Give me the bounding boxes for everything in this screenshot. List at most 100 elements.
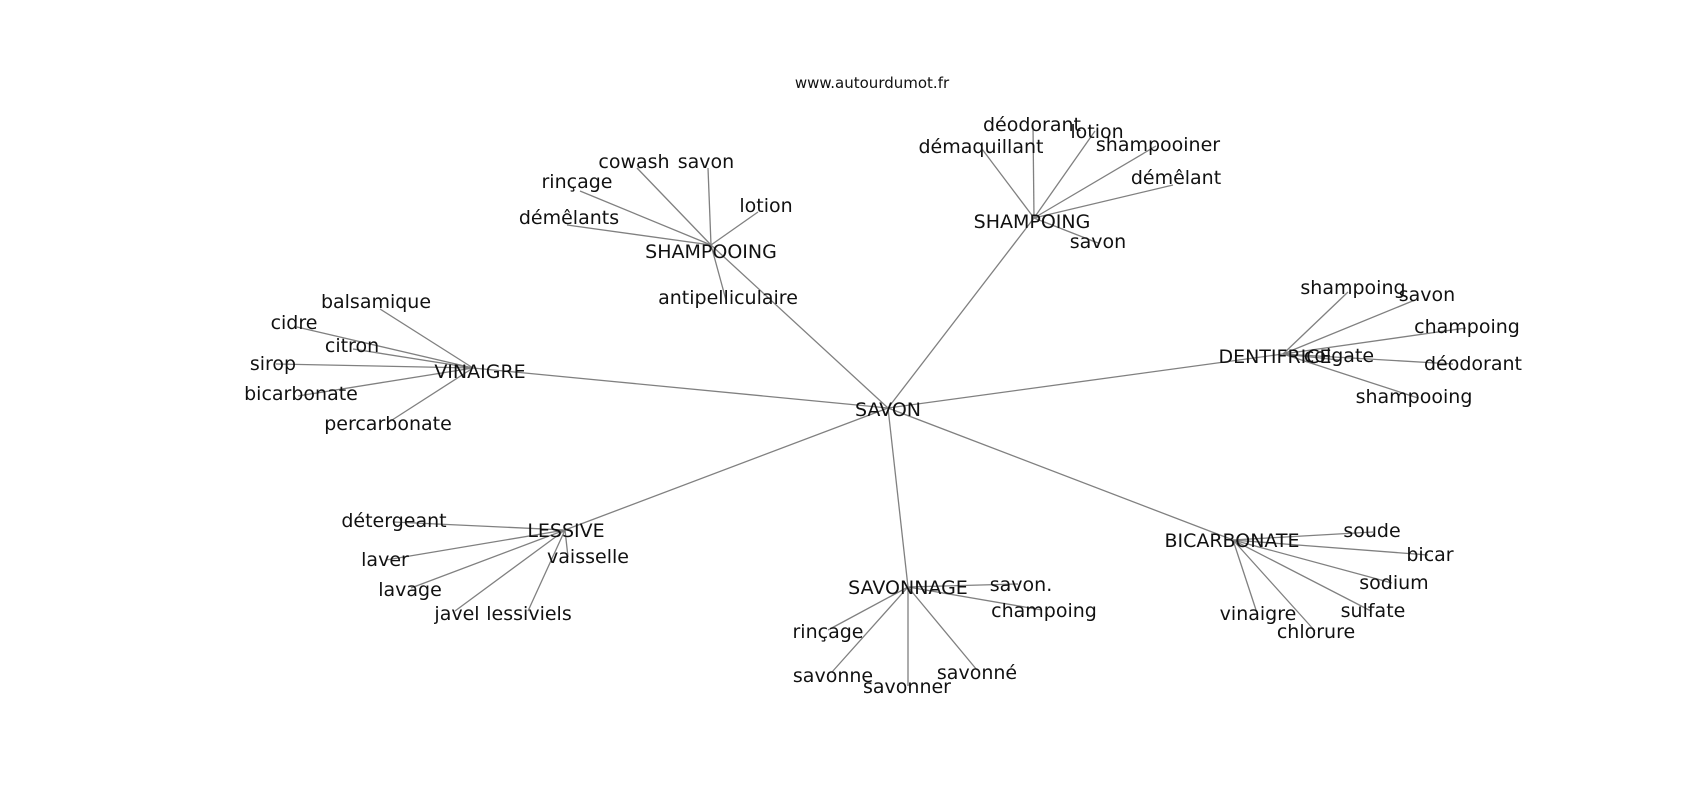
word-node-label: savonner [863, 676, 951, 698]
group-node-label-vinaigre: VINAIGRE [434, 361, 525, 383]
word-node-label: lotion [1070, 121, 1123, 143]
word-node-label: antipelliculaire [658, 287, 798, 309]
edge-shampooing-word [579, 190, 712, 246]
edge-bicarbonate-word [1232, 539, 1429, 556]
edge-shampoing-word [981, 148, 1035, 219]
group-node-label-shampoing: SHAMPOING [974, 211, 1091, 233]
edge-savonnage-word [831, 586, 909, 673]
edge-shampoing-word [1033, 130, 1096, 219]
edges [275, 124, 1467, 686]
labels: www.autourdumot.fr SAVON SHAMPOOING cowash… [244, 74, 1522, 698]
edge-savonnage-word [907, 586, 978, 671]
word-node-label: shampooing [1356, 386, 1473, 408]
edge-bicarbonate-word [1232, 539, 1258, 614]
word-node-label: détergeant [341, 510, 446, 532]
word-node-label: sirop [250, 353, 296, 375]
edge-vinaigre-word [297, 367, 474, 397]
edge-dentifrice-word [1282, 353, 1454, 365]
center-node-label: SAVON [855, 399, 921, 421]
edge-dentifrice-word [1282, 299, 1416, 355]
word-node-label: cidre [271, 312, 318, 334]
word-node-label: savon. [990, 574, 1053, 596]
edge-savonnage-word [827, 586, 909, 631]
edge-bicarbonate-word [1232, 539, 1372, 612]
word-node-label: shampooiner [1096, 134, 1220, 156]
edge-vinaigre-word [379, 308, 474, 369]
word-node-label: rinçage [793, 621, 864, 643]
edge-center-vinaigre [472, 367, 889, 409]
edge-center-savonnage [887, 407, 909, 588]
group-node-label-shampooing: SHAMPOOING [645, 241, 777, 263]
word-node-label: shampoing [1300, 277, 1405, 299]
word-node-label: déodorant [1424, 353, 1522, 375]
edge-bicarbonate-word [1232, 531, 1374, 541]
word-node-label: balsamique [321, 291, 431, 313]
edge-center-shampoing [887, 217, 1035, 409]
edge-shampoing-word [1033, 184, 1174, 219]
word-node-label: colgate [1304, 345, 1374, 367]
edge-shampoing-word [1033, 217, 1099, 244]
edge-lessive-word [564, 529, 569, 558]
edge-center-bicarbonate [887, 407, 1234, 541]
word-node-label: citron [325, 335, 379, 357]
edge-savonnage-word [907, 583, 1019, 588]
word-node-label: rinçage [542, 171, 613, 193]
word-node-label: cowash [598, 151, 669, 173]
edge-center-dentifrice [887, 353, 1284, 409]
word-node-label: laver [361, 549, 409, 571]
word-node-label: démêlants [519, 207, 619, 229]
word-node-label: savonné [937, 662, 1017, 684]
edge-center-lessive [564, 407, 889, 531]
word-node-label: savon [678, 151, 734, 173]
edge-savonnage-word [907, 586, 1043, 611]
word-node-label: vinaigre [1220, 603, 1297, 625]
edge-lessive-word [385, 529, 566, 561]
edge-shampoing-word [1032, 124, 1035, 219]
word-node-label: soude [1343, 520, 1400, 542]
word-node-label: vaisselle [547, 546, 629, 568]
word-node-label: sulfate [1341, 600, 1406, 622]
edge-bicarbonate-word [1232, 539, 1316, 632]
edge-shampooing-word [707, 167, 712, 246]
word-node-label: bicar [1406, 544, 1453, 566]
word-node-label: chlorure [1277, 621, 1355, 643]
word-node-label: javel [433, 603, 479, 625]
group-node-label-lessive: LESSIVE [527, 520, 604, 542]
source-url: www.autourdumot.fr [795, 74, 950, 92]
edge-shampooing-word [636, 167, 712, 246]
edge-vinaigre-word [275, 363, 474, 369]
edge-shampooing-word [710, 244, 727, 301]
word-node-label: démêlant [1131, 167, 1221, 189]
edge-dentifrice-word [1282, 327, 1467, 355]
edge-dentifrice-word [1282, 291, 1349, 355]
edge-lessive-word [393, 521, 566, 531]
edge-shampooing-word [710, 211, 759, 246]
edge-center-shampooing [710, 244, 889, 409]
word-node-label: champoing [991, 600, 1097, 622]
word-node-label: percarbonate [324, 413, 452, 435]
group-node-label-savonnage: SAVONNAGE [848, 577, 968, 599]
word-node-label: savonne [793, 665, 873, 687]
group-node-label-bicarbonate: BICARBONATE [1164, 530, 1299, 552]
group-node-label-dentifrice: DENTIFRICE [1218, 346, 1331, 368]
edge-shampoing-word [1033, 145, 1157, 219]
edge-vinaigre-word [388, 367, 474, 423]
word-node-label: déodorant [983, 114, 1081, 136]
word-node-label: savon [1399, 284, 1455, 306]
word-node-label: lotion [739, 195, 792, 217]
word-node-label: démaquillant [919, 136, 1044, 158]
word-node-label: champoing [1414, 316, 1520, 338]
edge-dentifrice-word [1282, 353, 1419, 399]
word-node-label: bicarbonate [244, 383, 358, 405]
edge-lessive-word [410, 529, 566, 589]
edge-shampooing-word [566, 224, 712, 246]
word-node-label: savon [1070, 231, 1126, 253]
edge-vinaigre-word [296, 326, 474, 369]
word-node-label: sodium [1359, 572, 1428, 594]
edge-lessive-word [454, 529, 566, 612]
edge-vinaigre-word [352, 348, 474, 369]
edge-lessive-word [527, 529, 566, 612]
word-node-label: lessiviels [486, 603, 571, 625]
edge-bicarbonate-word [1232, 539, 1393, 584]
